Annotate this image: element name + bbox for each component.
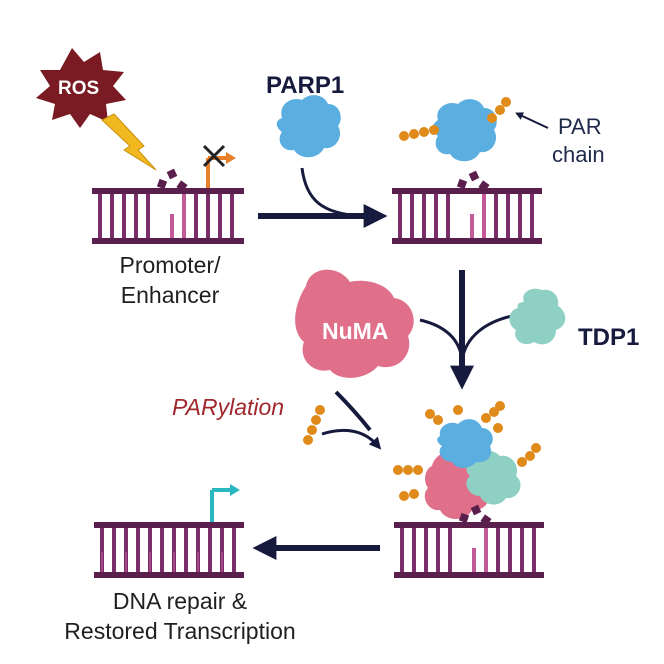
- arrow-par-chain-pointer: [515, 112, 549, 129]
- repair-label-line1: DNA repair &: [112, 588, 248, 614]
- ros-label: ROS: [58, 78, 100, 99]
- dna-complex-bound: [394, 504, 544, 578]
- tss-inactive-icon: [202, 144, 236, 188]
- promoter-label-line1: Promoter/: [119, 252, 221, 278]
- par-chain-right: [487, 97, 511, 123]
- parylation-label: PARylation: [172, 394, 285, 420]
- parp1-label: PARP1: [266, 72, 345, 99]
- dna-parp1-bound: [392, 170, 542, 244]
- arrow-tdp1-join: [460, 314, 513, 361]
- tdp1-label: TDP1: [578, 324, 640, 351]
- dna-repaired: [94, 522, 244, 578]
- lightning-bolt-icon: [101, 113, 157, 171]
- arrow-parylation: [334, 390, 372, 432]
- promoter-label-line2: Enhancer: [120, 282, 220, 308]
- parp1-protein: [276, 95, 341, 158]
- repair-complex: [393, 401, 541, 519]
- par-chain-label-line1: PAR: [558, 114, 602, 139]
- arrow-beads-to-complex: [321, 428, 382, 450]
- par-chain-label-line2: chain: [552, 142, 605, 167]
- ros-burst: [36, 48, 126, 128]
- tss-active-icon: [210, 484, 240, 522]
- arrow-numa-join: [419, 318, 464, 361]
- arrow-parp1-binding: [300, 167, 363, 218]
- dna-damaged-promoter: [92, 168, 244, 244]
- repair-label-line2: Restored Transcription: [64, 618, 296, 644]
- numa-protein: [295, 269, 414, 378]
- par-chain-left: [399, 125, 439, 141]
- parp1-protein-bound: [432, 99, 497, 162]
- parylation-beads: [303, 405, 325, 445]
- numa-label: NuMA: [322, 318, 389, 344]
- tdp1-protein: [509, 288, 566, 345]
